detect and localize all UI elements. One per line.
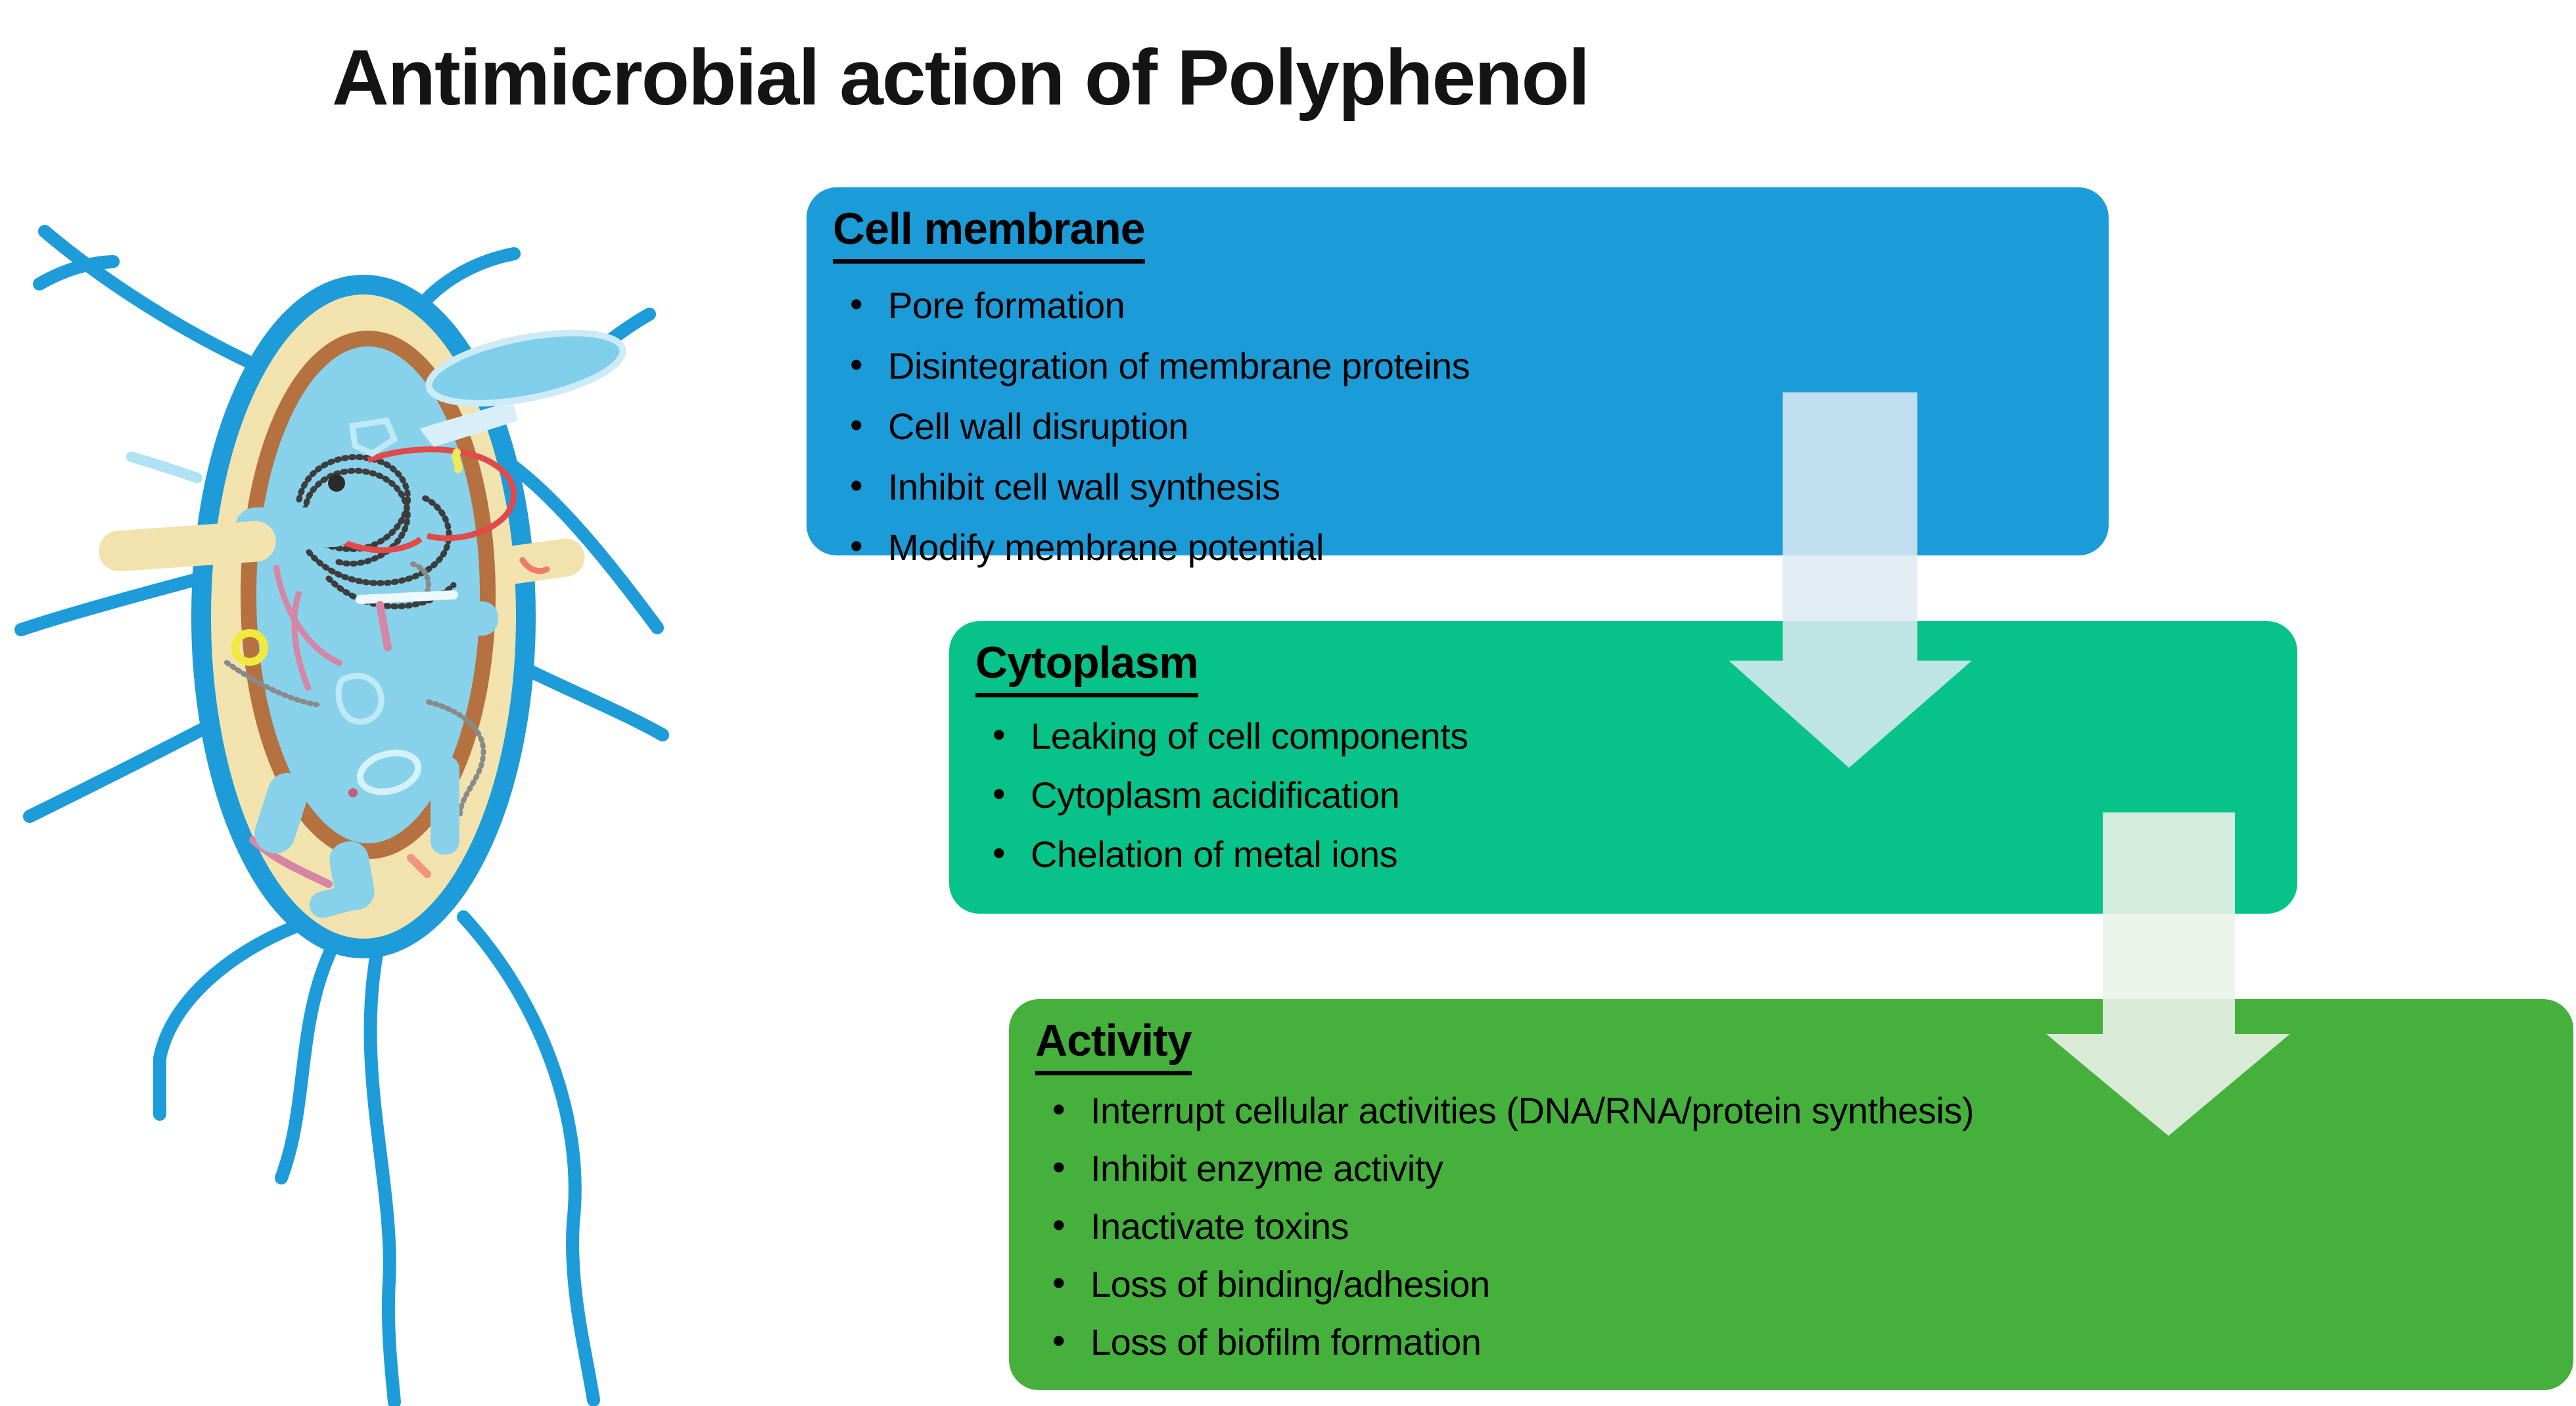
bullet-icon: • (850, 464, 863, 506)
list-item: •Inhibit cell wall synthesis (850, 464, 1280, 508)
bullet-icon: • (850, 404, 863, 446)
cytoplasm-heading: Cytoplasm (975, 637, 1199, 698)
cell-membrane-list: •Pore formation •Disintegration of membr… (833, 275, 2082, 578)
list-item: •Loss of biofilm formation (1052, 1319, 1482, 1363)
list-item: •Chelation of metal ions (993, 832, 1398, 876)
yellow-marks (231, 448, 463, 666)
activity-list: •Interrupt cellular activities (DNA/RNA/… (1035, 1082, 2547, 1371)
arrow-down-icon (2046, 812, 2290, 1136)
bullet-icon: • (850, 343, 863, 385)
nucleoid-tangle (273, 446, 517, 691)
activity-heading: Activity (1035, 1015, 1192, 1076)
cell-membrane-box: Cell membrane •Pore formation •Disintegr… (807, 187, 2109, 567)
bullet-icon: • (850, 283, 863, 325)
bullet-icon: • (1052, 1204, 1066, 1246)
list-item: •Loss of binding/adhesion (1052, 1261, 1490, 1305)
list-item: •Interrupt cellular activities (DNA/RNA/… (1052, 1088, 1974, 1132)
cell-wall-arms (99, 452, 585, 878)
cytoplasm-list: •Leaking of cell components •Cytoplasm a… (975, 707, 2271, 884)
bullet-icon: • (993, 713, 1006, 755)
bullet-icon: • (850, 525, 863, 567)
bullet-icon: • (1052, 1261, 1066, 1303)
list-item: •Disintegration of membrane proteins (850, 343, 1470, 387)
bullet-icon: • (1052, 1146, 1066, 1188)
list-item: •Inactivate toxins (1052, 1204, 1349, 1248)
cell-membrane-heading: Cell membrane (833, 203, 1146, 264)
paddle-flagellum (419, 329, 626, 447)
bullet-icon: • (993, 832, 1006, 874)
bullet-icon: • (1052, 1088, 1066, 1130)
list-item: •Leaking of cell components (993, 713, 1468, 757)
list-item: •Modify membrane potential (850, 525, 1324, 569)
bullet-icon: • (993, 772, 1006, 814)
bullet-icon: • (1052, 1319, 1066, 1361)
list-item: •Cell wall disruption (850, 404, 1188, 448)
list-item: •Inhibit enzyme activity (1052, 1146, 1443, 1190)
list-item: •Cytoplasm acidification (993, 772, 1400, 816)
flagella (14, 225, 669, 1406)
arrow-down-icon (1729, 392, 1972, 768)
activity-box: Activity •Interrupt cellular activities … (1009, 999, 2573, 1390)
bacterium-illustration (14, 225, 669, 1406)
page-title: Antimicrobial action of Polyphenol (332, 34, 1590, 122)
cytoplasm-box: Cytoplasm •Leaking of cell components •C… (949, 621, 2297, 914)
list-item: •Pore formation (850, 283, 1125, 327)
